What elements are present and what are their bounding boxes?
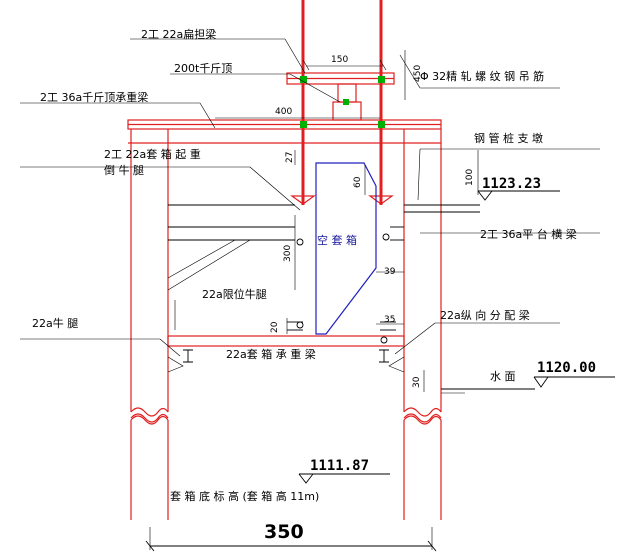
dim-100: 100 xyxy=(465,169,475,186)
dim-27: 27 xyxy=(285,152,295,163)
box-bearing-beam xyxy=(167,335,405,347)
label-distribution-beam: 2工 22a扁担梁 xyxy=(141,27,216,41)
empty-box-outline xyxy=(315,162,377,335)
dimension-lines xyxy=(145,50,479,552)
label-box-bottom-elev: 套 箱 底 标 高 (套 箱 高 11m) xyxy=(170,489,319,503)
dim-20: 20 xyxy=(270,321,280,333)
label-jack-200t: 200t千斤顶 xyxy=(174,62,232,75)
label-limit-bracket: 22a限位牛腿 xyxy=(202,287,267,301)
label-platform-beam: 2工 36a平 台 横 梁 xyxy=(480,227,577,241)
hanger-arrow-left xyxy=(290,195,316,205)
right-steel-pipe-pile xyxy=(403,129,442,520)
dim-450: 450 xyxy=(413,65,423,82)
label-bracket-22a: 22a牛 腿 xyxy=(32,316,78,330)
elevation-platform: 1123.23 xyxy=(482,176,541,192)
dim-400: 400 xyxy=(275,107,292,117)
dim-300: 300 xyxy=(283,245,293,262)
dim-60: 60 xyxy=(353,176,363,188)
label-lifting-bracket-line2: 倒 牛 腿 xyxy=(104,163,144,177)
dim-350: 350 xyxy=(264,521,304,543)
green-markers xyxy=(300,76,385,128)
dim-30: 30 xyxy=(412,376,422,388)
label-empty-box: 空 套 箱 xyxy=(317,233,357,247)
structure-red xyxy=(127,0,442,520)
label-longitudinal-beam: 22a纵 向 分 配 梁 xyxy=(440,308,530,322)
label-box-bearing-beam: 22a套 箱 承 重 梁 xyxy=(226,347,316,361)
leader-lines xyxy=(20,38,600,357)
label-water-surface: 水 面 xyxy=(490,370,516,383)
dim-39: 39 xyxy=(384,267,396,277)
dim-35: 35 xyxy=(384,315,395,325)
dim-150: 150 xyxy=(331,55,348,65)
label-rebar-hanger: Φ 32精 轧 螺 纹 钢 吊 筋 xyxy=(420,69,544,83)
left-steel-pipe-pile xyxy=(130,129,169,520)
elevation-bottom: 1111.87 xyxy=(310,458,369,474)
elevation-water: 1120.00 xyxy=(537,360,596,376)
label-lifting-bracket-line1: 2工 22a套 箱 起 重 xyxy=(104,147,201,161)
structure-black xyxy=(167,190,615,484)
label-jack-bearing-beam: 2工 36a千斤顶承重梁 xyxy=(40,90,148,104)
label-steel-pipe-pile: 钢 管 桩 支 墩 xyxy=(474,131,543,145)
